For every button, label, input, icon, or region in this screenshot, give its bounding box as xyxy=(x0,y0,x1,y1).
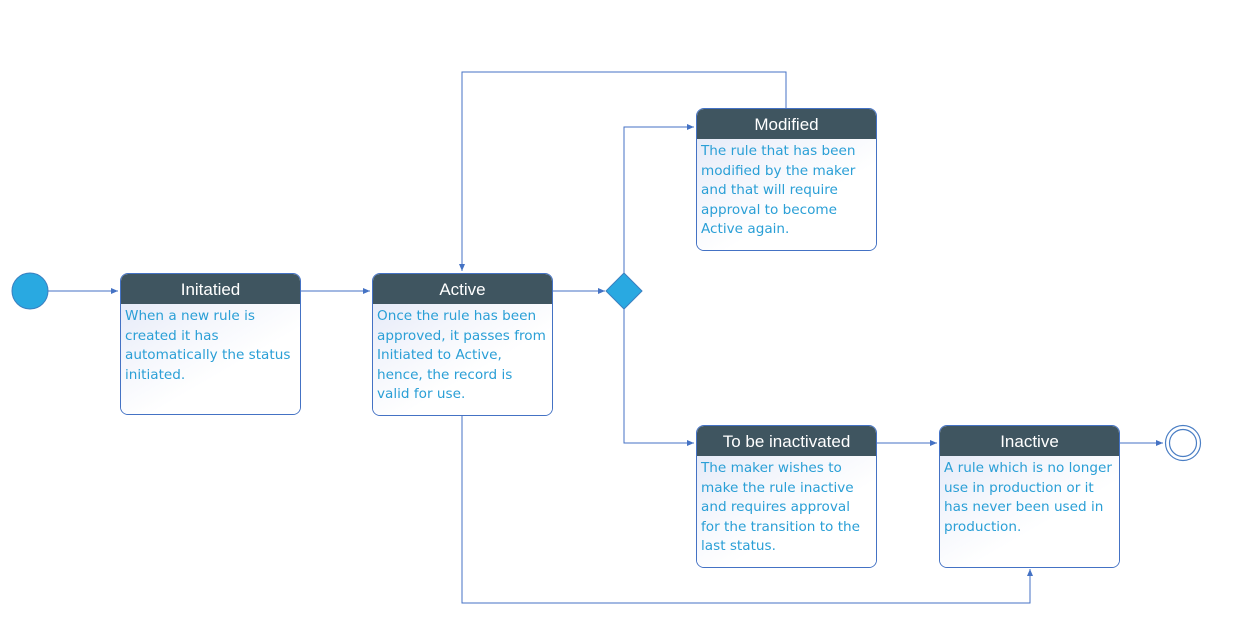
edge-active-inactive xyxy=(461,416,1033,604)
decision-node xyxy=(605,272,643,310)
state-to-be-inactivated-title: To be inactivated xyxy=(697,426,876,456)
state-active-description: Once the rule has been approved, it pass… xyxy=(373,304,552,415)
state-active-title: Active xyxy=(373,274,552,304)
edge-decision-to-be-inactivated xyxy=(623,309,694,446)
edge-decision-modified xyxy=(623,124,694,273)
state-initiated-description: When a new rule is created it has automa… xyxy=(121,304,300,414)
edge-modified-active xyxy=(459,71,787,271)
end-node xyxy=(1164,424,1202,462)
state-modified-title: Modified xyxy=(697,109,876,139)
state-modified: Modified The rule that has been modified… xyxy=(696,108,877,251)
state-to-be-inactivated-description: The maker wishes to make the rule inacti… xyxy=(697,456,876,567)
state-inactive-description: A rule which is no longer use in product… xyxy=(940,456,1119,567)
state-initiated-title: Initatied xyxy=(121,274,300,304)
state-inactive: Inactive A rule which is no longer use i… xyxy=(939,425,1120,568)
state-initiated: Initatied When a new rule is created it … xyxy=(120,273,301,415)
state-to-be-inactivated: To be inactivated The maker wishes to ma… xyxy=(696,425,877,568)
state-active: Active Once the rule has been approved, … xyxy=(372,273,553,416)
start-node xyxy=(11,272,49,310)
state-modified-description: The rule that has been modified by the m… xyxy=(697,139,876,250)
state-inactive-title: Inactive xyxy=(940,426,1119,456)
